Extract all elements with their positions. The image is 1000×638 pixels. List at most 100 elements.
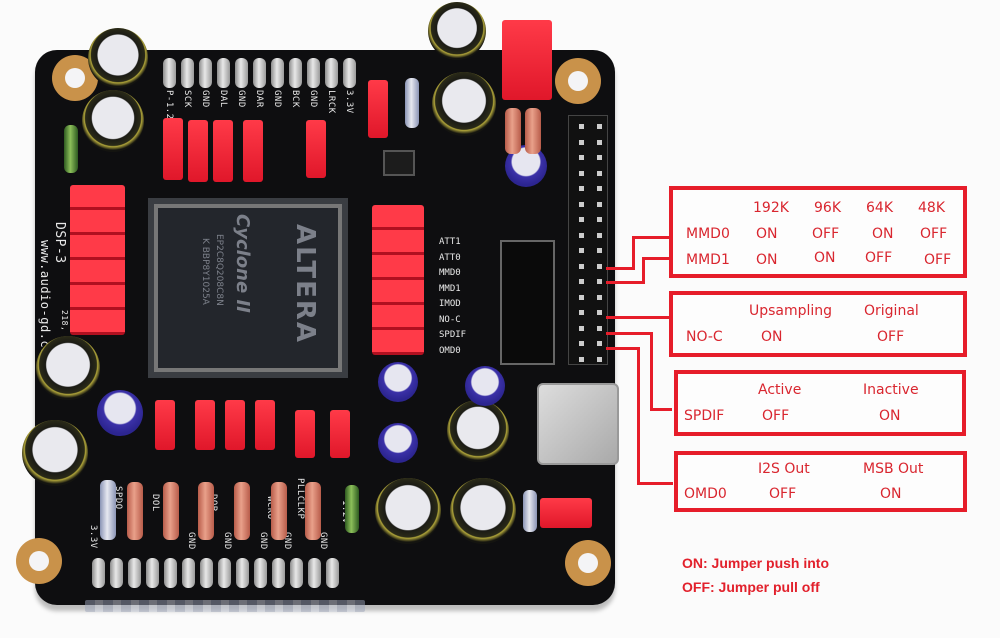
resistor bbox=[64, 125, 78, 173]
jumper-pin bbox=[597, 341, 602, 346]
cell-value: ON bbox=[879, 408, 901, 424]
cell-value: OFF bbox=[924, 252, 952, 268]
blue-capacitor bbox=[465, 366, 505, 406]
top-header-pin-label: SCK bbox=[182, 90, 192, 108]
top-header-pin-label: P-1.2V bbox=[164, 90, 174, 126]
top-header-pin-label: BCK bbox=[290, 90, 300, 108]
bottom-header-pin-label: PLLCLKP bbox=[295, 478, 305, 520]
jumper-pin bbox=[597, 217, 602, 222]
wire-mmd-box bbox=[633, 236, 669, 239]
wire-mmd1-pin bbox=[606, 281, 645, 284]
bottom-header-pin-label: 3.3V bbox=[88, 525, 98, 549]
jumper-pin bbox=[579, 248, 584, 253]
resistor bbox=[163, 482, 179, 540]
resistor bbox=[198, 482, 214, 540]
film-capacitor bbox=[255, 400, 275, 450]
bottom-header-pin-label: GND bbox=[186, 532, 196, 550]
film-capacitor bbox=[163, 118, 183, 180]
dip-socket bbox=[500, 240, 555, 365]
electrolytic-capacitor bbox=[432, 72, 496, 136]
wire-mmd1-box bbox=[643, 257, 670, 260]
electrolytic-capacitor bbox=[450, 478, 516, 544]
jumper-pin bbox=[579, 124, 584, 129]
jumper-pin-label: IMOD bbox=[439, 299, 461, 309]
electrolytic-capacitor bbox=[375, 478, 441, 544]
electrolytic-capacitor bbox=[82, 90, 144, 152]
jumper-pin-label: SPDIF bbox=[439, 330, 467, 340]
resistor bbox=[405, 78, 419, 128]
jumper-pin bbox=[579, 232, 584, 238]
pcb-bottom-edge-connector bbox=[85, 600, 365, 612]
fpga-part-number: EP2C8Q208C8N bbox=[214, 234, 224, 306]
top-header-pin-label: GND bbox=[236, 90, 246, 108]
bottom-header-pin-label: GND bbox=[258, 532, 268, 550]
row-label-spdif: SPDIF bbox=[684, 408, 725, 424]
resistor bbox=[234, 482, 250, 540]
film-capacitor bbox=[243, 120, 263, 182]
sample-rate-jumper-table: 192K 96K 64K 48K MMD0 ON OFF ON OFF MMD1… bbox=[669, 186, 967, 278]
jumper-pin-label: NO-C bbox=[439, 314, 461, 325]
omd0-jumper-table: I2S Out MSB Out OMD0 OFF ON bbox=[674, 451, 967, 512]
electrolytic-capacitor bbox=[22, 420, 88, 486]
wire-spdif-pin bbox=[606, 332, 652, 335]
cell-value: ON bbox=[872, 226, 894, 242]
jumper-pin bbox=[579, 294, 584, 300]
resistor bbox=[345, 485, 359, 533]
film-capacitor bbox=[295, 410, 315, 458]
bottom-header-pin-label: GND bbox=[222, 532, 232, 550]
electrolytic-capacitor bbox=[428, 2, 486, 60]
column-header: 96K bbox=[814, 200, 841, 216]
electrolytic-capacitor bbox=[88, 28, 148, 88]
film-capacitor bbox=[306, 120, 326, 178]
column-header: Active bbox=[758, 382, 802, 398]
blue-capacitor bbox=[97, 390, 143, 436]
column-header: Upsampling bbox=[749, 303, 833, 319]
cell-value: ON bbox=[814, 250, 836, 266]
column-header: Original bbox=[864, 303, 919, 319]
fpga-family: Cyclone II bbox=[232, 214, 253, 313]
cell-value: OFF bbox=[865, 250, 893, 266]
cell-value: ON bbox=[880, 486, 902, 502]
cell-value: OFF bbox=[877, 329, 905, 345]
bottom-pin-header bbox=[92, 558, 339, 588]
jumper-pin bbox=[579, 325, 584, 331]
film-capacitor-bank-left bbox=[70, 185, 125, 335]
film-capacitor bbox=[195, 400, 215, 450]
jumper-pin bbox=[597, 155, 602, 160]
top-header-pin-label: LRCK bbox=[326, 90, 336, 114]
row-label-mmd0: MMD0 bbox=[686, 226, 730, 242]
jumper-pin bbox=[579, 263, 584, 269]
film-capacitor bbox=[213, 120, 233, 182]
blue-capacitor bbox=[378, 362, 418, 402]
cell-value: ON bbox=[756, 226, 778, 242]
crystal-oscillator bbox=[537, 383, 619, 465]
jumper-pin bbox=[579, 201, 584, 207]
jumper-pin bbox=[579, 186, 584, 191]
jumper-pin bbox=[597, 124, 602, 129]
cell-value: ON bbox=[756, 252, 778, 268]
film-capacitor bbox=[155, 400, 175, 450]
wire-mmd1-vertical bbox=[642, 257, 645, 283]
jumper-pin-label: ATT0 bbox=[439, 252, 461, 263]
bottom-header-pin-label: GND bbox=[282, 532, 292, 550]
wire-omd0-pin bbox=[606, 347, 640, 350]
jumper-pin bbox=[579, 356, 584, 362]
jumper-pin bbox=[597, 186, 602, 191]
top-header-pin-label: DAR bbox=[254, 90, 264, 108]
jumper-pin bbox=[579, 341, 584, 346]
fpga-brand: ALTERA bbox=[290, 224, 320, 345]
wire-mmd0-vertical bbox=[632, 236, 635, 269]
jumper-pin bbox=[597, 279, 602, 284]
cell-value: OFF bbox=[762, 408, 790, 424]
cell-value: OFF bbox=[769, 486, 797, 502]
column-header: 48K bbox=[918, 200, 945, 216]
jumper-pin bbox=[597, 170, 602, 176]
top-pin-header bbox=[163, 58, 356, 88]
jumper-pin bbox=[597, 356, 602, 362]
electrolytic-capacitor bbox=[36, 336, 100, 400]
blue-capacitor bbox=[378, 423, 418, 463]
jumper-pin-label: MMD0 bbox=[439, 268, 461, 278]
column-header: 192K bbox=[753, 200, 789, 216]
jumper-pin-label: OMD0 bbox=[439, 345, 461, 356]
jumper-pin bbox=[579, 310, 584, 315]
